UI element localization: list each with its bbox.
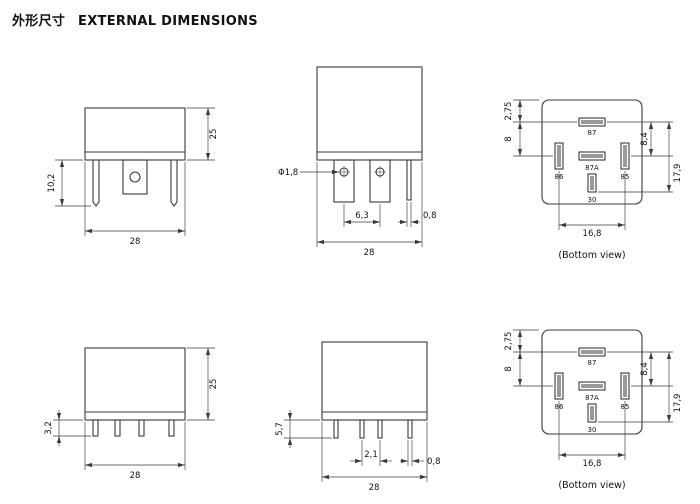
bottom-view-caption: (Bottom view) xyxy=(558,480,625,491)
side-top-dimension-lines xyxy=(300,162,423,247)
dim-label-right-upper: 8,4 xyxy=(640,362,650,376)
relay-side-outline xyxy=(316,66,423,203)
relay-side-outline xyxy=(321,341,428,439)
dim-label-terminal-span: 16,8 xyxy=(583,459,602,469)
dim-label-body-height: 25 xyxy=(209,379,219,390)
dim-label-body-width: 28 xyxy=(130,471,141,481)
bottom-view-bottom-drawing: 87 86 87A 85 30 2,75 8 8,4 17,9 16,8 (Bo… xyxy=(504,329,683,491)
pin-label-86: 86 xyxy=(555,403,564,411)
dim-label-body-width: 28 xyxy=(130,237,141,247)
dim-label-pin-thickness: 0,8 xyxy=(427,457,441,467)
dim-label-pin-pitch: 2,1 xyxy=(364,450,378,460)
bottom-bot-dimension-lines xyxy=(513,329,673,460)
pin-label-87: 87 xyxy=(588,359,597,367)
dim-label-hole-diameter: Φ1,8 xyxy=(278,168,298,178)
side-view-top-drawing: Φ1,8 6,3 0,8 28 xyxy=(278,66,437,258)
pin-label-30: 30 xyxy=(588,196,597,204)
dim-label-terminal-span: 16,8 xyxy=(583,229,602,239)
dim-label-top-offset: 2,75 xyxy=(504,332,514,351)
dim-label-pin-length: 10,2 xyxy=(47,174,57,193)
bottom-view-caption: (Bottom view) xyxy=(558,250,625,261)
pin-label-87: 87 xyxy=(588,129,597,137)
dim-label-right-full: 17,9 xyxy=(673,394,683,413)
dim-label-right-upper: 8,4 xyxy=(640,132,650,146)
dim-label-right-full: 17,9 xyxy=(673,164,683,183)
bottom-view-top-drawing: 87 86 87A 85 30 2,75 8 8,4 17,9 16,8 (Bo… xyxy=(504,99,683,261)
pin-label-86: 86 xyxy=(555,173,564,181)
page-title-english: EXTERNAL DIMENSIONS xyxy=(78,14,258,29)
pin-label-87a: 87A xyxy=(585,394,599,402)
bottom-top-dimension-lines xyxy=(513,99,673,230)
relay-bottom-outline xyxy=(541,329,643,435)
front-view-bottom-drawing: 25 3,2 28 xyxy=(44,347,219,481)
pin-label-30: 30 xyxy=(588,426,597,434)
dim-label-row-gap: 8 xyxy=(504,366,514,371)
relay-front-outline xyxy=(84,347,186,437)
dim-label-pin-length: 5,7 xyxy=(275,422,285,436)
front-top-dimension-lines xyxy=(55,107,215,236)
dim-label-body-width: 28 xyxy=(364,248,375,258)
dim-label-pin-length: 3,2 xyxy=(44,421,54,435)
dim-label-pin-thickness: 0,8 xyxy=(423,211,437,221)
pin-label-87a: 87A xyxy=(585,164,599,172)
front-bot-dimension-lines xyxy=(53,347,215,470)
page-title-chinese: 外形尺寸 xyxy=(12,14,66,29)
relay-bottom-outline xyxy=(541,99,643,205)
dim-label-row-gap: 8 xyxy=(504,136,514,141)
page-title: 外形尺寸 EXTERNAL DIMENSIONS xyxy=(12,10,258,29)
pin-label-85: 85 xyxy=(621,173,630,181)
relay-front-outline xyxy=(84,107,186,207)
side-bot-dimension-lines xyxy=(284,410,428,482)
dim-label-body-width: 28 xyxy=(369,483,380,493)
front-view-top-drawing: 25 10,2 28 xyxy=(47,107,219,247)
pin-label-85: 85 xyxy=(621,403,630,411)
dim-label-top-offset: 2,75 xyxy=(504,102,514,121)
dim-label-tab-pitch: 6,3 xyxy=(355,211,369,221)
side-view-bottom-drawing: 5,7 2,1 0,8 28 xyxy=(275,341,441,493)
dim-label-body-height: 25 xyxy=(209,129,219,140)
